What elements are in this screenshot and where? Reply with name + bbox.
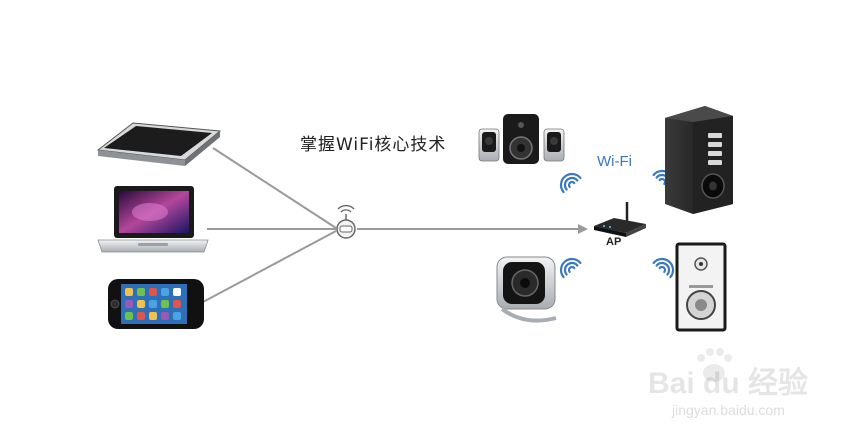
router-icon (594, 202, 646, 237)
laptop-icon (97, 186, 209, 253)
watermark-brand: Bai du 经验 (648, 367, 809, 400)
wifi-signal-icon (652, 257, 675, 279)
hub-node-icon (336, 204, 356, 239)
baidu-paw-logo (697, 348, 732, 382)
connection-lines (202, 147, 588, 303)
phone-link-line (202, 230, 337, 303)
floor-speaker-icon (675, 242, 727, 332)
subwoofer-icon (665, 106, 733, 214)
desktop-speaker-set-icon (478, 114, 565, 164)
diagram-title: 掌握WiFi核心技术 (300, 135, 447, 155)
small-speaker-icon (496, 256, 557, 323)
wifi-label: Wi-Fi (597, 153, 632, 170)
ap-label: AP (606, 236, 622, 248)
wifi-signal-icon (559, 172, 582, 194)
watermark-url: jingyan.baidu.com (672, 402, 785, 418)
tablet-icon (96, 122, 222, 166)
wifi-signal-icon (559, 257, 582, 279)
arrow-head-icon (578, 224, 588, 234)
phone-icon (108, 279, 204, 329)
tablet-link-line (212, 147, 337, 229)
